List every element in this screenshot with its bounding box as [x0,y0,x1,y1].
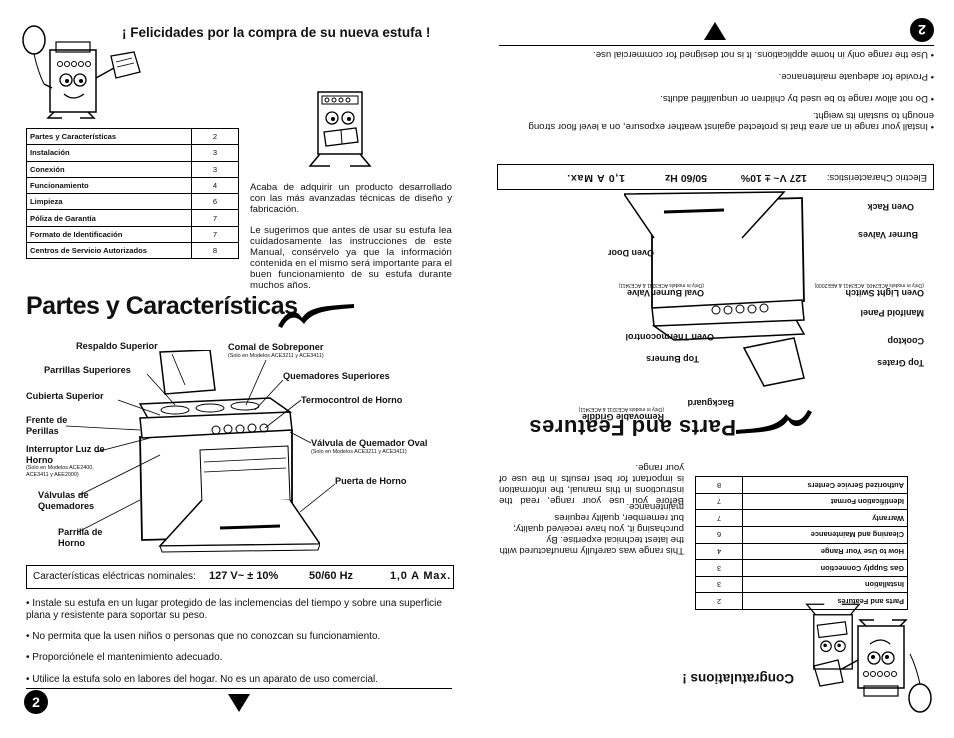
part-label-parrillas: Parrillas Superiores [44,365,131,375]
safety-bullet: • Utilice la estufa solo en labores del … [26,674,379,685]
safety-bullet: • Provide for adequate maintenance. [778,71,934,82]
part-label-griddle: Removable Griddle (Only in models ACE321… [578,406,664,422]
intro-paragraph-1: Acaba de adquirir un producto desarrolla… [250,182,452,215]
leader-lines [65,353,336,533]
part-label-oven-door: Oven Door [607,248,654,258]
stove-mascot-balloon-illustration [813,619,932,713]
intro-paragraph-1: This range was carefully manufactured wi… [499,501,685,556]
footer-rule [26,688,452,689]
congratulations-heading: Congratulations ! [682,671,794,686]
safety-bullet: • Use the range only in home application… [593,49,934,60]
section-title: Partes y Características [26,292,298,320]
part-label-termocontrol: Termocontrol de Horno [301,395,403,405]
stove-mascot-reading-illustration [805,603,861,670]
safety-bullet: • Do not allow range to be used by child… [660,93,934,104]
brush-stroke-decoration [278,304,354,328]
part-label-oven-thermo: Oven Thermocontrol [625,332,714,342]
part-label-puerta: Puerta de Horno [335,476,407,486]
part-label-valvulas: Válvulas de Quemadores [38,490,95,511]
triangle-down-icon [704,22,726,40]
part-label-burner-valves: Burner Valves [857,230,918,240]
electrical-characteristics-box: Electric Characteristics: 127 V~ ± 10% 5… [497,164,934,190]
part-label-frente: Frente de Perillas [26,415,68,436]
part-label-oval-valve: Oval Burner Valve (Only in models ACE321… [618,282,704,298]
safety-bullet: • Instale su estufa en un lugar protegid… [26,598,442,621]
stove-mascot-balloon-illustration [22,25,141,119]
part-label-cooktop: Cooktop [887,336,925,346]
part-label-manifold: Manifold Panel [860,308,924,318]
part-label-cubierta: Cubierta Superior [26,391,104,401]
part-label-top-grates: Top Grates [877,358,924,368]
stove-diagram [138,350,320,553]
part-label-oven-rack: Oven Rack [867,202,914,212]
brush-stroke-decoration [736,410,812,434]
triangle-down-icon [228,694,250,712]
congratulations-heading: ¡ Felicidades por la compra de su nueva … [122,25,431,40]
safety-bullet: • Proporciónele el mantenimiento adecuad… [26,652,223,663]
electrical-characteristics-box: Características eléctricas nominales: 12… [26,565,454,589]
stove-diagram [624,191,806,387]
part-label-top-burners: Top Burners [646,354,699,364]
intro-paragraph-2: Le sugerimos que antes de usar su estufa… [250,225,452,291]
intro-paragraph-2: Before you use your range, read the inst… [499,462,684,506]
part-label-valvula-oval: Válvula de Quemador Oval (Solo en Modelo… [311,438,428,455]
spanish-page: ¡ Felicidades por la compra de su nueva … [22,25,454,714]
part-label-light-switch: Oven Light Switch (Only in models ACE240… [814,282,924,298]
safety-bullet: • No permita que la usen niños o persona… [26,631,381,642]
part-label-parrilla-horno: Parrilla de Horno [58,527,103,548]
safety-bullet: • Install your range in an area that is … [528,110,934,132]
part-label-quemadores: Quemadores Superiores [283,371,390,381]
part-label-backguard: Backguard [687,398,734,408]
page-number-badge: 2 [24,690,48,714]
page-number-badge: 2 [910,18,934,42]
part-label-respaldo: Respaldo Superior [76,341,158,351]
footer-rule [499,45,934,46]
part-label-comal: Comal de Sobreponer (Solo en Modelos ACE… [228,342,324,359]
stove-mascot-reading-illustration [308,91,372,167]
part-label-interruptor: Interruptor Luz de Horno (Solo en Modelo… [26,444,105,478]
